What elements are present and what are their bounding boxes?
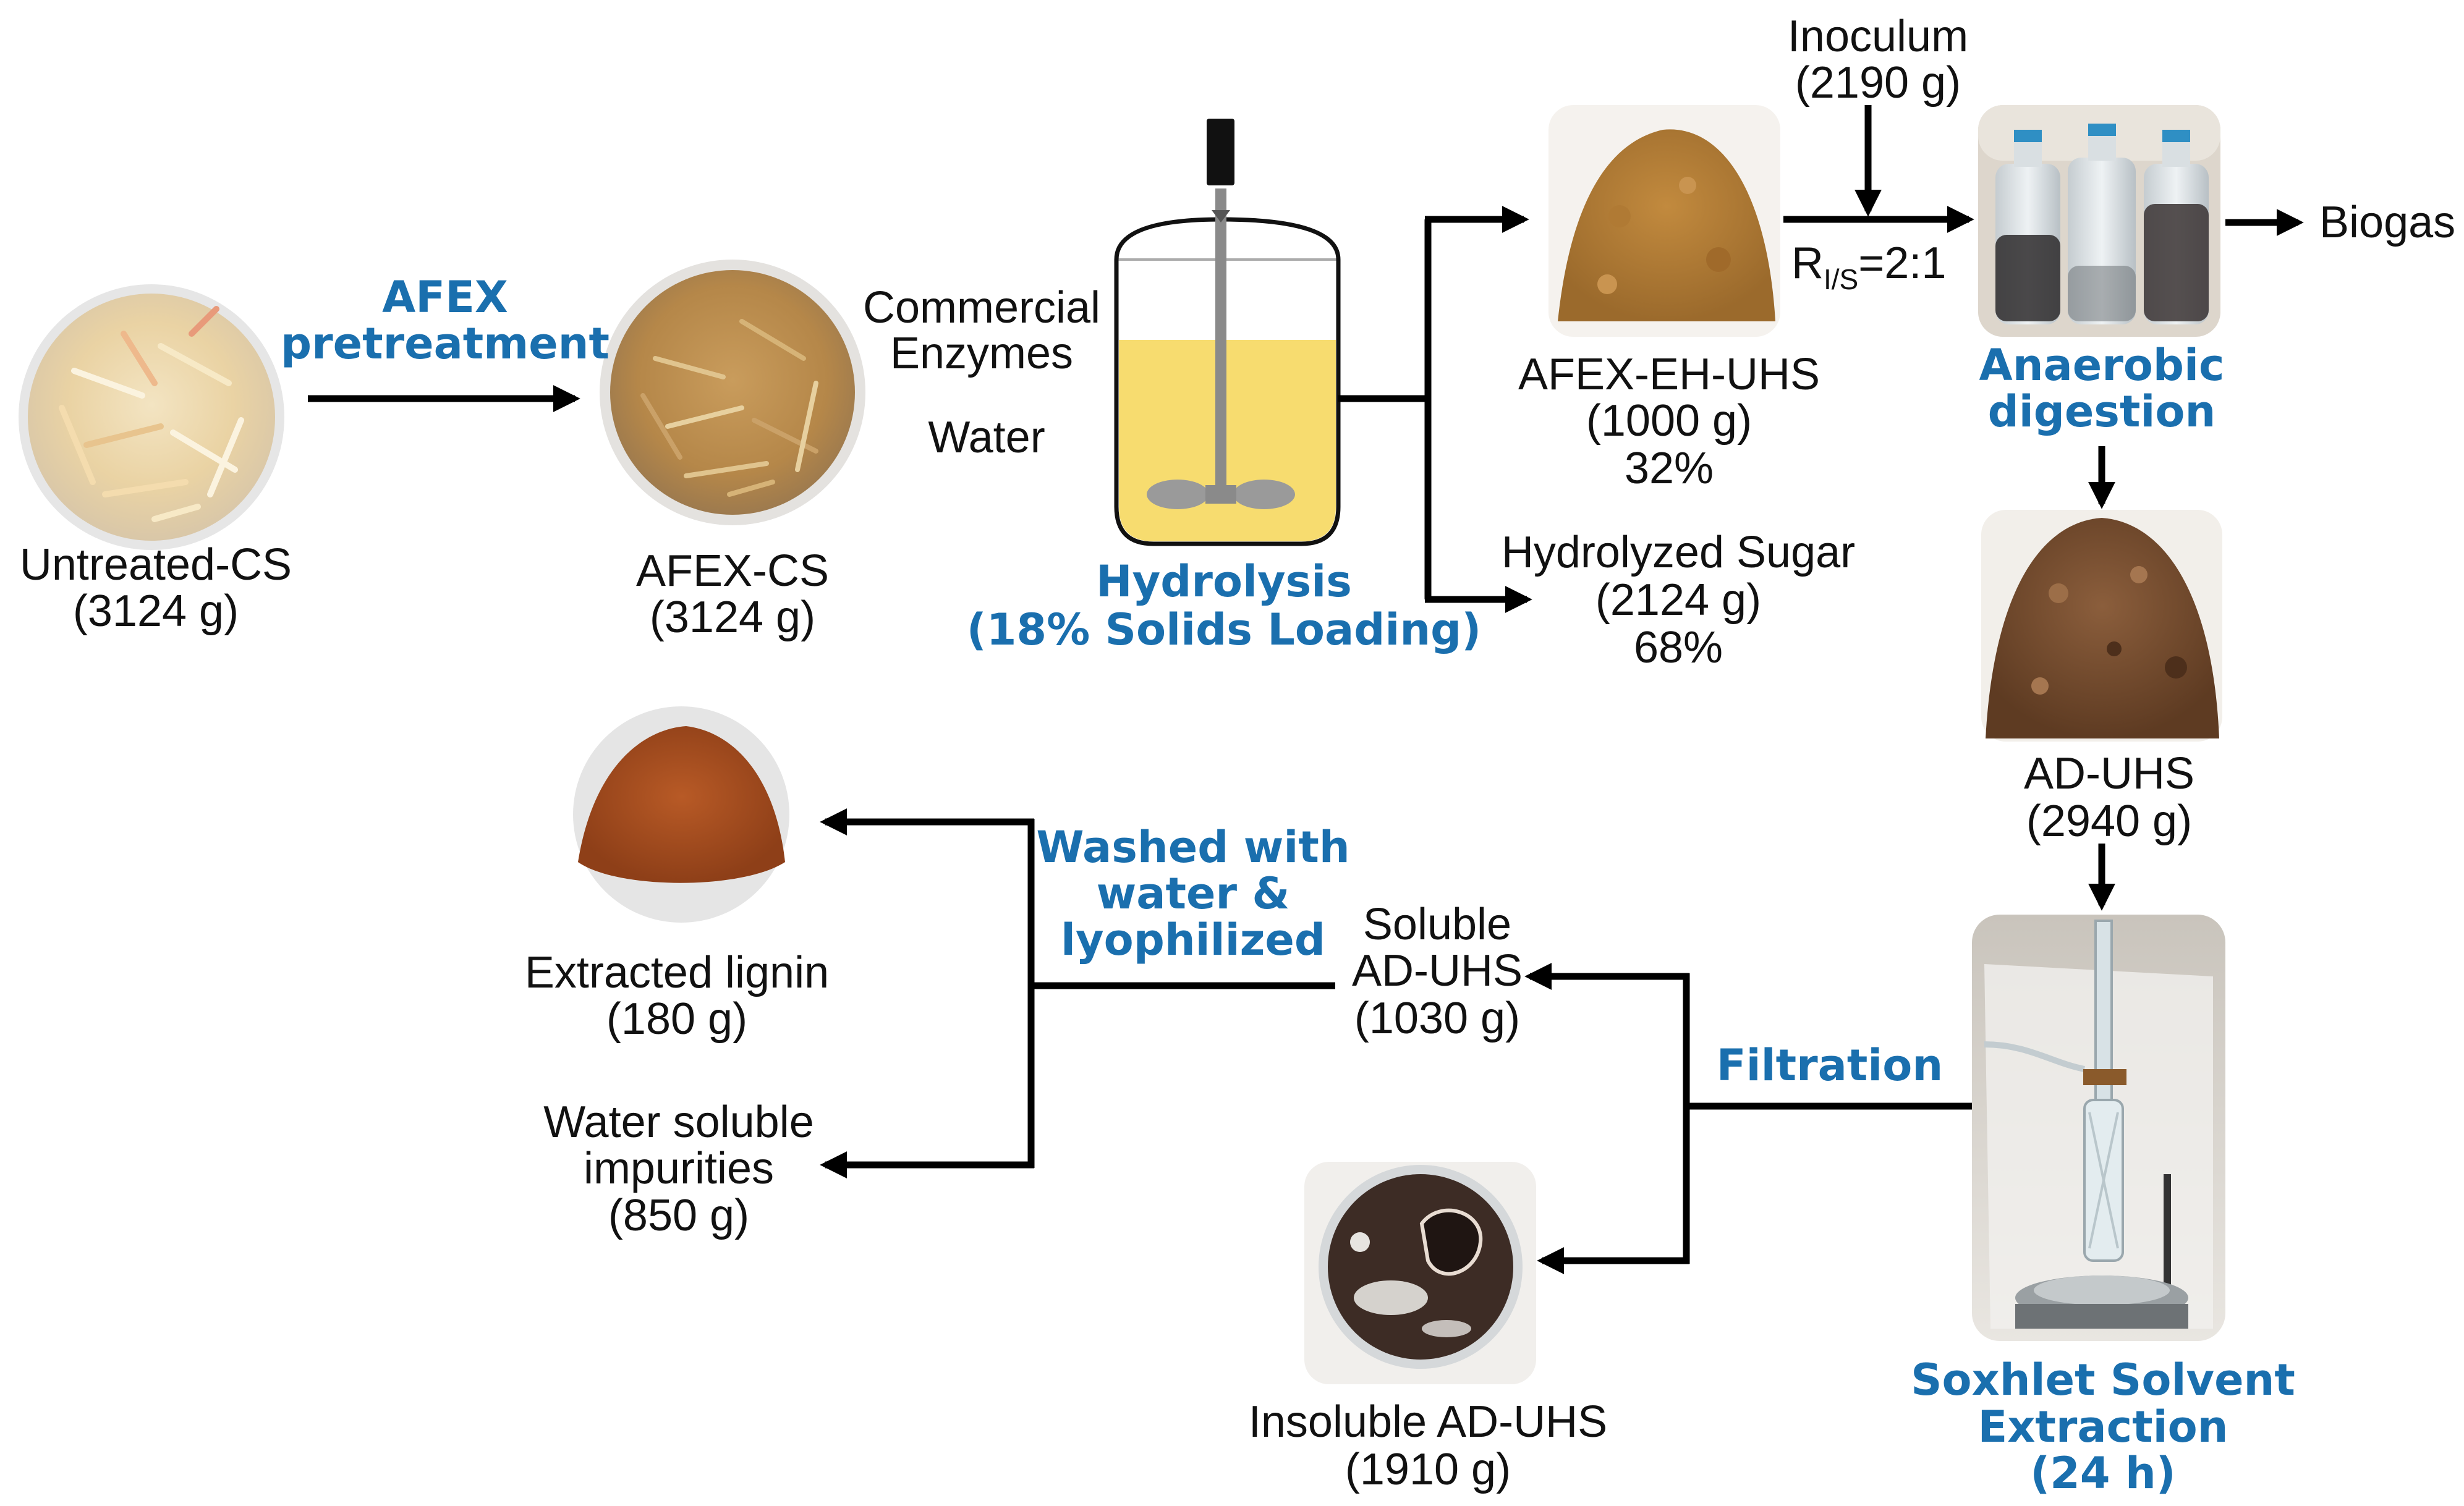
washed-label-line3: lyophilized — [1061, 915, 1325, 965]
ad-uhs-photo — [1981, 510, 2222, 742]
hydrolysis-label-line1: Hydrolysis — [1096, 556, 1352, 607]
impurities-label-line2: impurities — [584, 1144, 774, 1193]
flow-lines — [308, 105, 2304, 1274]
hydrolyzed-sugar-mass: (2124 g) — [1595, 575, 1761, 625]
impurities-mass: (850 g) — [608, 1191, 749, 1240]
soxhlet-photo — [1972, 915, 2225, 1341]
ratio-r: R — [1791, 239, 1824, 288]
extracted-lignin-mass: (180 g) — [606, 994, 747, 1044]
soluble-ad-uhs-label-line1: Soluble — [1363, 900, 1511, 949]
untreated-cs-label: Untreated-CS — [20, 540, 292, 590]
insoluble-ad-uhs-label: Insoluble AD-UHS — [1249, 1397, 1607, 1447]
anaerobic-digestion-photo — [1978, 105, 2220, 337]
ratio-label: RI/S=2:1 — [1791, 239, 1946, 295]
hydrolysis-reactor — [1114, 119, 1341, 546]
soxhlet-label-line1: Soxhlet Solvent — [1911, 1355, 2295, 1405]
afex-eh-uhs-mass: (1000 g) — [1586, 396, 1752, 446]
reactor-liquid — [1119, 340, 1336, 541]
biogas-label: Biogas — [2319, 198, 2455, 247]
afex-cs-mass: (3124 g) — [650, 593, 815, 642]
ratio-subscript: I/S — [1824, 263, 1858, 295]
afex-cs-label: AFEX-CS — [636, 546, 829, 596]
enzymes-label-line2: Enzymes — [890, 329, 1073, 378]
washed-label-line2: water & — [1097, 868, 1290, 919]
water-label: Water — [928, 413, 1045, 462]
filtration-label: Filtration — [1717, 1040, 1943, 1091]
afex-eh-uhs-photo — [1548, 105, 1780, 337]
hydrolyzed-sugar-percent: 68% — [1634, 623, 1723, 672]
ad-uhs-mass: (2940 g) — [2026, 797, 2192, 846]
afex-pretreatment-label-line2: pretreatment — [281, 318, 610, 369]
ad-uhs-label: AD-UHS — [2024, 749, 2194, 798]
stirrer-motor — [1207, 119, 1234, 185]
ratio-value: =2:1 — [1858, 239, 1946, 288]
hydrolysis-label-line2: (18% Solids Loading) — [967, 604, 1482, 655]
anaerobic-digestion-label-line1: Anaerobic — [1979, 340, 2225, 391]
untreated-cs-photo — [19, 284, 284, 550]
soluble-ad-uhs-mass: (1030 g) — [1354, 994, 1520, 1043]
anaerobic-digestion-label-line2: digestion — [1988, 386, 2216, 437]
insoluble-ad-uhs-photo — [1304, 1162, 1536, 1384]
extracted-lignin-photo — [573, 706, 789, 923]
afex-cs-photo — [600, 260, 865, 525]
untreated-cs-mass: (3124 g) — [73, 586, 239, 636]
extracted-lignin-label: Extracted lignin — [525, 948, 829, 997]
insoluble-ad-uhs-mass: (1910 g) — [1345, 1445, 1511, 1494]
impurities-label-line1: Water soluble — [543, 1098, 814, 1147]
inoculum-mass: (2190 g) — [1795, 58, 1961, 108]
hydrolyzed-sugar-label: Hydrolyzed Sugar — [1502, 528, 1855, 577]
soluble-ad-uhs-label-line2: AD-UHS — [1352, 946, 1523, 996]
afex-pretreatment-label-line1: AFEX — [382, 272, 508, 323]
afex-eh-uhs-label: AFEX-EH-UHS — [1518, 350, 1820, 399]
soxhlet-label-line2: Extraction — [1978, 1402, 2228, 1452]
washed-label-line1: Washed with — [1036, 822, 1349, 873]
soxhlet-label-line3: (24 h) — [2030, 1448, 2176, 1499]
afex-eh-uhs-percent: 32% — [1625, 444, 1714, 493]
enzymes-label-line1: Commercial — [863, 283, 1100, 332]
inoculum-label: Inoculum — [1788, 12, 1968, 61]
